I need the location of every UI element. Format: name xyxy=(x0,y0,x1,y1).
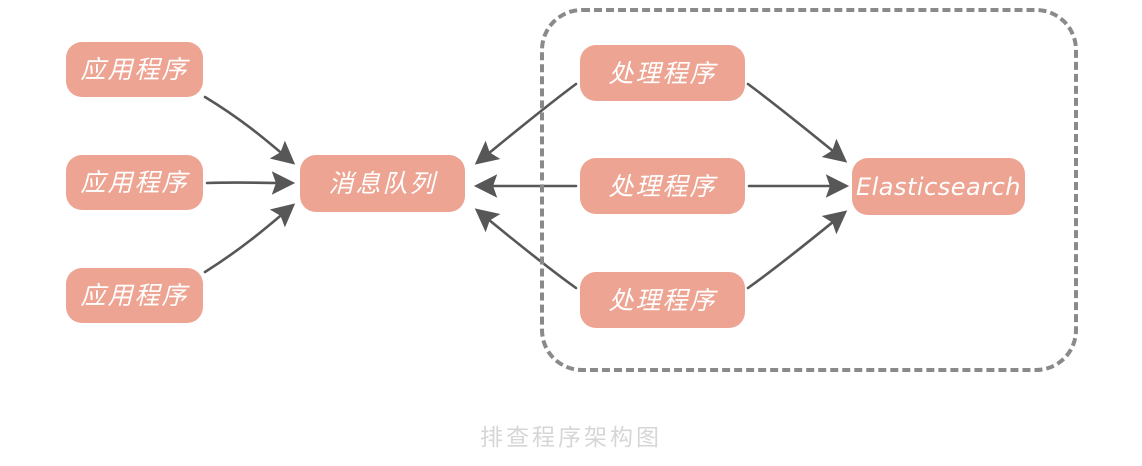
node-handler-1[interactable]: 处理程序 xyxy=(580,45,745,101)
diagram-caption: 排查程序架构图 xyxy=(480,425,662,451)
node-handler-3[interactable]: 处理程序 xyxy=(580,272,745,328)
node-application-1[interactable]: 应用程序 xyxy=(66,42,203,97)
edge-app1-queue xyxy=(203,95,296,165)
node-message-queue-label: 消息队列 xyxy=(328,169,437,198)
edge-handler1-queue xyxy=(474,82,578,165)
processing-cluster-boundary xyxy=(540,8,1078,372)
node-handler-1-label: 处理程序 xyxy=(608,58,717,88)
node-application-1-label: 应用程序 xyxy=(80,55,189,84)
edge-app3-queue xyxy=(203,203,296,274)
node-application-2-label: 应用程序 xyxy=(80,168,189,197)
node-elasticsearch-label: Elasticsearch xyxy=(855,172,1022,201)
node-application-3-label: 应用程序 xyxy=(80,281,189,310)
node-handler-2-label: 处理程序 xyxy=(608,171,717,201)
node-handler-3-label: 处理程序 xyxy=(608,285,717,315)
edge-handler3-queue xyxy=(474,208,578,290)
node-application-3[interactable]: 应用程序 xyxy=(66,268,203,323)
node-message-queue[interactable]: 消息队列 xyxy=(300,155,465,212)
edge-handler3-es xyxy=(746,210,848,290)
node-elasticsearch[interactable]: Elasticsearch xyxy=(852,158,1025,215)
edge-handler1-es xyxy=(746,82,848,163)
node-handler-2[interactable]: 处理程序 xyxy=(580,158,745,214)
node-application-2[interactable]: 应用程序 xyxy=(66,155,203,210)
